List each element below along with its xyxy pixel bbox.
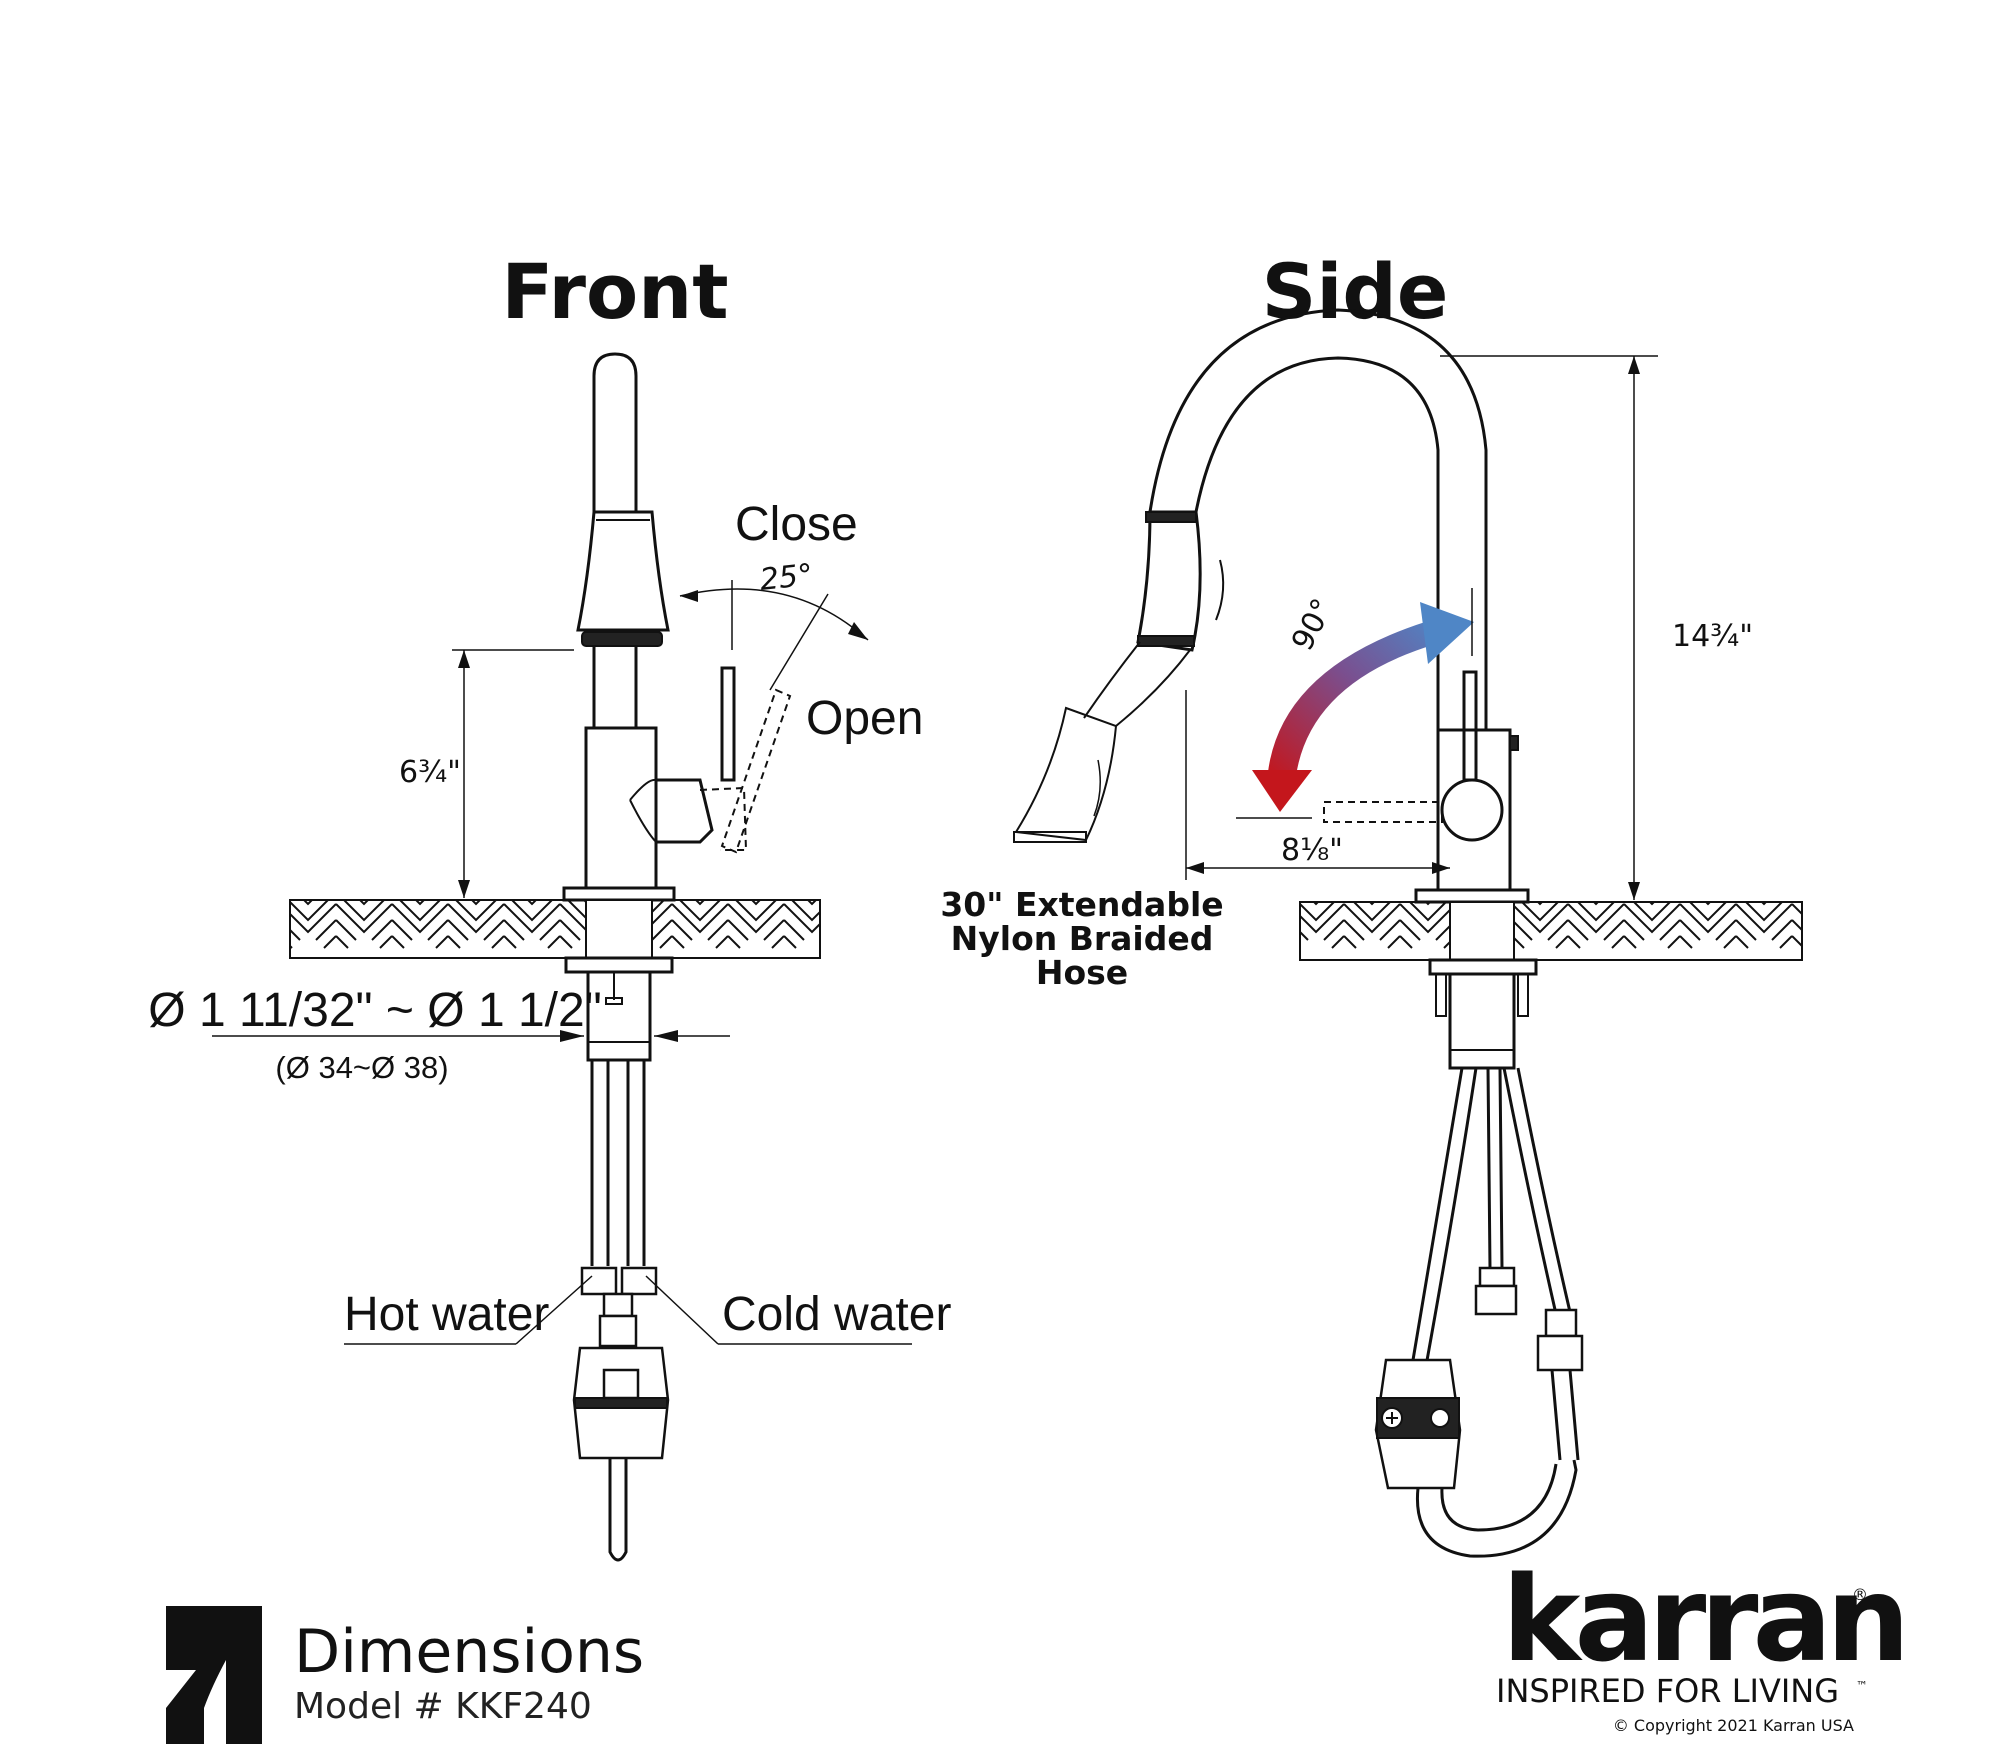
side-under-counter [1374, 958, 1584, 1558]
karran-monogram-icon [166, 1606, 262, 1744]
open-label: Open [806, 692, 923, 745]
side-reach-label: 8⅛" [1281, 833, 1343, 868]
front-faucet [562, 352, 792, 902]
trademark-mark: ™ [1856, 1679, 1868, 1693]
side-height-label: 14¾" [1672, 619, 1753, 654]
footer-title: Dimensions [294, 1617, 644, 1687]
hose-label-line1: 30" Extendable [940, 885, 1223, 924]
karran-wordmark-logo: karran ® [1502, 1550, 1910, 1688]
side-faucet [1013, 308, 1530, 904]
front-view-title: Front [501, 247, 728, 336]
front-lever-angle: Close 25° Open [679, 498, 923, 745]
spray-face [581, 631, 663, 647]
side-reach-dimension: 8⅛" [1185, 690, 1450, 880]
hole-diameter-label: Ø 1 11/32" ~ Ø 1 1/2" [148, 984, 601, 1037]
footer-model: Model # KKF240 [294, 1686, 592, 1727]
close-label: Close [735, 498, 858, 551]
hose-label-line2: Nylon Braided [951, 919, 1214, 958]
rotation-label: 90° [1285, 593, 1341, 656]
hole-diameter-dimension: Ø 1 11/32" ~ Ø 1 1/2" (Ø 34~Ø 38) [148, 984, 730, 1085]
front-height-dimension: 6¾" [399, 649, 574, 898]
brand-tagline: INSPIRED FOR LIVING [1496, 1672, 1839, 1710]
hose-label-line3: Hose [1036, 953, 1128, 992]
hose-callout: 30" Extendable Nylon Braided Hose [940, 885, 1223, 992]
hole-diameter-mm-label: (Ø 34~Ø 38) [275, 1050, 448, 1085]
front-height-label: 6¾" [399, 755, 461, 790]
side-view-title: Side [1262, 247, 1449, 336]
front-countertop [289, 899, 821, 959]
angle-label: 25° [758, 558, 815, 598]
registered-mark: ® [1852, 1585, 1868, 1604]
brand-wordmark: karran [1502, 1550, 1904, 1688]
side-height-dimension: 14¾" [1440, 355, 1753, 900]
hot-water-label: Hot water [344, 1288, 549, 1341]
water-labels: Hot water Cold water [344, 1275, 951, 1345]
side-countertop [1299, 901, 1803, 961]
cold-water-label: Cold water [722, 1288, 951, 1341]
copyright-notice: © Copyright 2021 Karran USA [1613, 1716, 1854, 1735]
front-under-counter [564, 956, 674, 1562]
